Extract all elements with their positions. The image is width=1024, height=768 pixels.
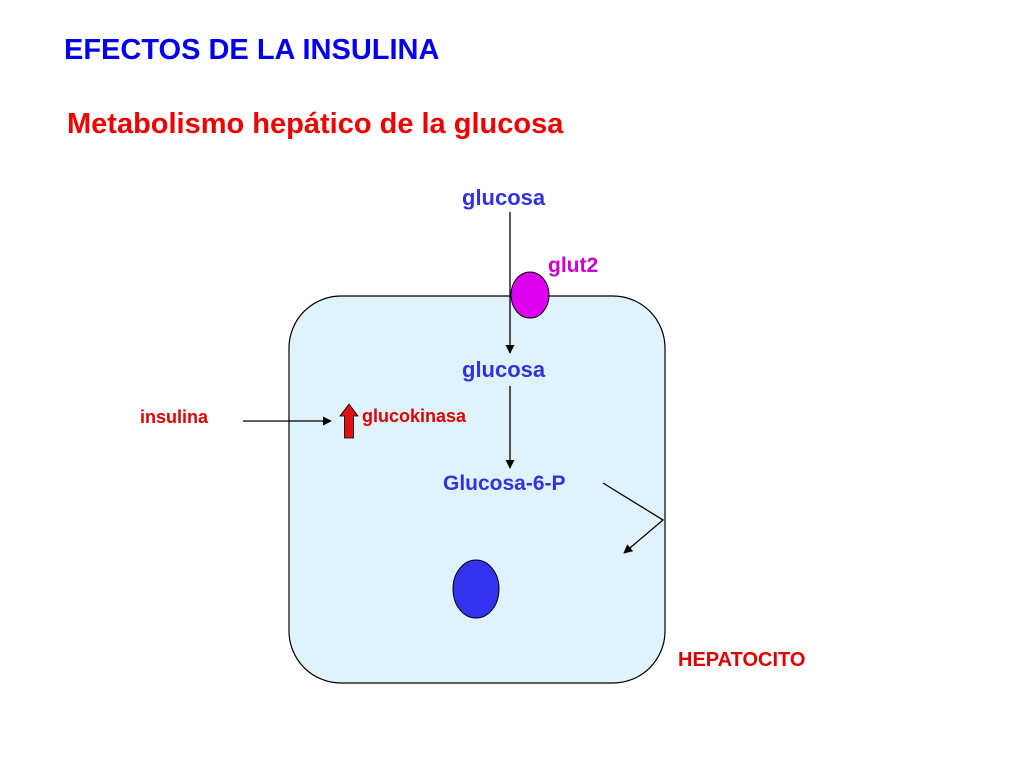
label-hepatocito: HEPATOCITO [678,649,806,671]
slide-subtitle: Metabolismo hepático de la glucosa [67,108,564,140]
label-insulina: insulina [140,407,209,427]
label-glucosa-extracellular: glucosa [462,185,546,210]
label-glucokinasa: glucokinasa [362,406,467,426]
label-glucosa-intracellular: glucosa [462,357,546,382]
label-glut2: glut2 [548,254,599,277]
slide-title: EFECTOS DE LA INSULINA [64,34,440,66]
glut2-transporter [510,271,550,319]
g6p-branch-arrow [602,482,665,554]
nucleus [452,559,500,619]
increase-up-arrow-icon [339,403,359,439]
label-glucosa-6-p: Glucosa-6-P [443,472,566,495]
hepatocyte-cell [288,295,666,684]
